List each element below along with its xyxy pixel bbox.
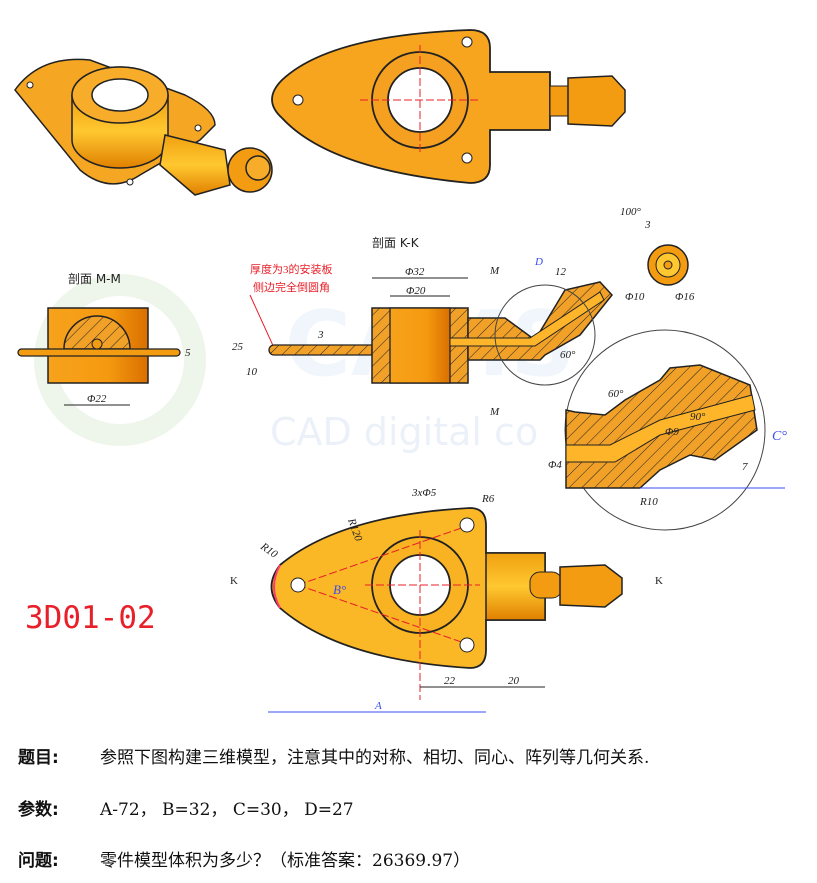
- topic-text: 参照下图构建三维模型，注意其中的对称、相切、同心、阵列等几何关系.: [100, 748, 650, 768]
- svg-text:CAD digital co: CAD digital co: [270, 410, 538, 454]
- question-text: 零件模型体积为多少？（标准答案：26369.97）: [100, 851, 471, 871]
- svg-text:厚度为3的安装板: 厚度为3的安装板: [250, 262, 333, 276]
- svg-text:Φ16: Φ16: [675, 291, 695, 303]
- params-line: 参数: A-72， B=32， C=30， D=27: [18, 795, 354, 820]
- topic-label: 题目:: [18, 748, 59, 768]
- bottom-plan-view: R120 3xΦ5 R6 R10 B° 22 20 A K K: [230, 487, 663, 713]
- section-m-m: 剖面 M-M Φ22 5: [17, 272, 191, 406]
- svg-text:A: A: [374, 700, 382, 712]
- svg-text:侧边完全倒圆角: 侧边完全倒圆角: [253, 280, 330, 294]
- svg-text:12: 12: [555, 266, 567, 278]
- svg-text:K: K: [230, 575, 238, 587]
- params-text: A-72， B=32， C=30， D=27: [100, 800, 354, 820]
- svg-text:Φ20: Φ20: [406, 285, 426, 297]
- svg-text:25: 25: [232, 341, 244, 353]
- svg-text:3: 3: [644, 219, 651, 231]
- svg-text:7: 7: [742, 461, 748, 473]
- svg-text:M: M: [489, 265, 500, 277]
- svg-text:Φ22: Φ22: [87, 393, 107, 405]
- svg-text:C°: C°: [772, 429, 787, 444]
- svg-text:Φ4: Φ4: [548, 459, 562, 471]
- svg-text:剖面 M-M: 剖面 M-M: [68, 272, 121, 286]
- svg-text:K: K: [655, 575, 663, 587]
- params-label: 参数:: [18, 800, 59, 820]
- svg-text:R6: R6: [481, 493, 495, 505]
- svg-text:R10: R10: [639, 496, 658, 508]
- svg-text:5: 5: [185, 347, 191, 359]
- topic-line: 题目: 参照下图构建三维模型，注意其中的对称、相切、同心、阵列等几何关系.: [18, 743, 649, 768]
- top-plan-view: [271, 29, 626, 184]
- svg-text:D: D: [534, 256, 543, 268]
- svg-text:20: 20: [508, 675, 520, 687]
- drawing-code: 3D01-02: [25, 600, 156, 636]
- svg-text:3: 3: [317, 329, 324, 341]
- technical-drawing: CAMS CAD digital co 剖面 M-M: [14, 29, 787, 713]
- svg-text:60°: 60°: [608, 388, 624, 400]
- svg-text:60°: 60°: [560, 349, 576, 361]
- svg-text:R10: R10: [257, 540, 280, 561]
- section-k-k: 剖面 K-K 厚度为3的安装板 侧边完全倒圆角 Φ32 Φ20 25 10 3 …: [232, 236, 645, 418]
- question-line: 问题: 零件模型体积为多少？（标准答案：26369.97）: [18, 846, 470, 871]
- svg-text:10: 10: [246, 366, 258, 378]
- svg-text:100°: 100°: [620, 206, 642, 218]
- question-label: 问题:: [18, 851, 59, 871]
- svg-text:剖面 K-K: 剖面 K-K: [372, 236, 420, 250]
- svg-text:Φ9: Φ9: [665, 426, 679, 438]
- svg-text:22: 22: [444, 675, 456, 687]
- svg-text:Φ10: Φ10: [625, 291, 645, 303]
- svg-text:3xΦ5: 3xΦ5: [411, 487, 437, 499]
- svg-text:B°: B°: [333, 582, 346, 597]
- svg-text:Φ32: Φ32: [405, 266, 425, 278]
- nut-end-view: 100° 3 Φ16: [620, 206, 695, 303]
- isometric-view: [14, 58, 273, 196]
- detail-view: 60° Φ9 90° C° 7 Φ4 R10: [548, 329, 787, 531]
- svg-text:M: M: [489, 406, 500, 418]
- svg-text:90°: 90°: [690, 411, 706, 423]
